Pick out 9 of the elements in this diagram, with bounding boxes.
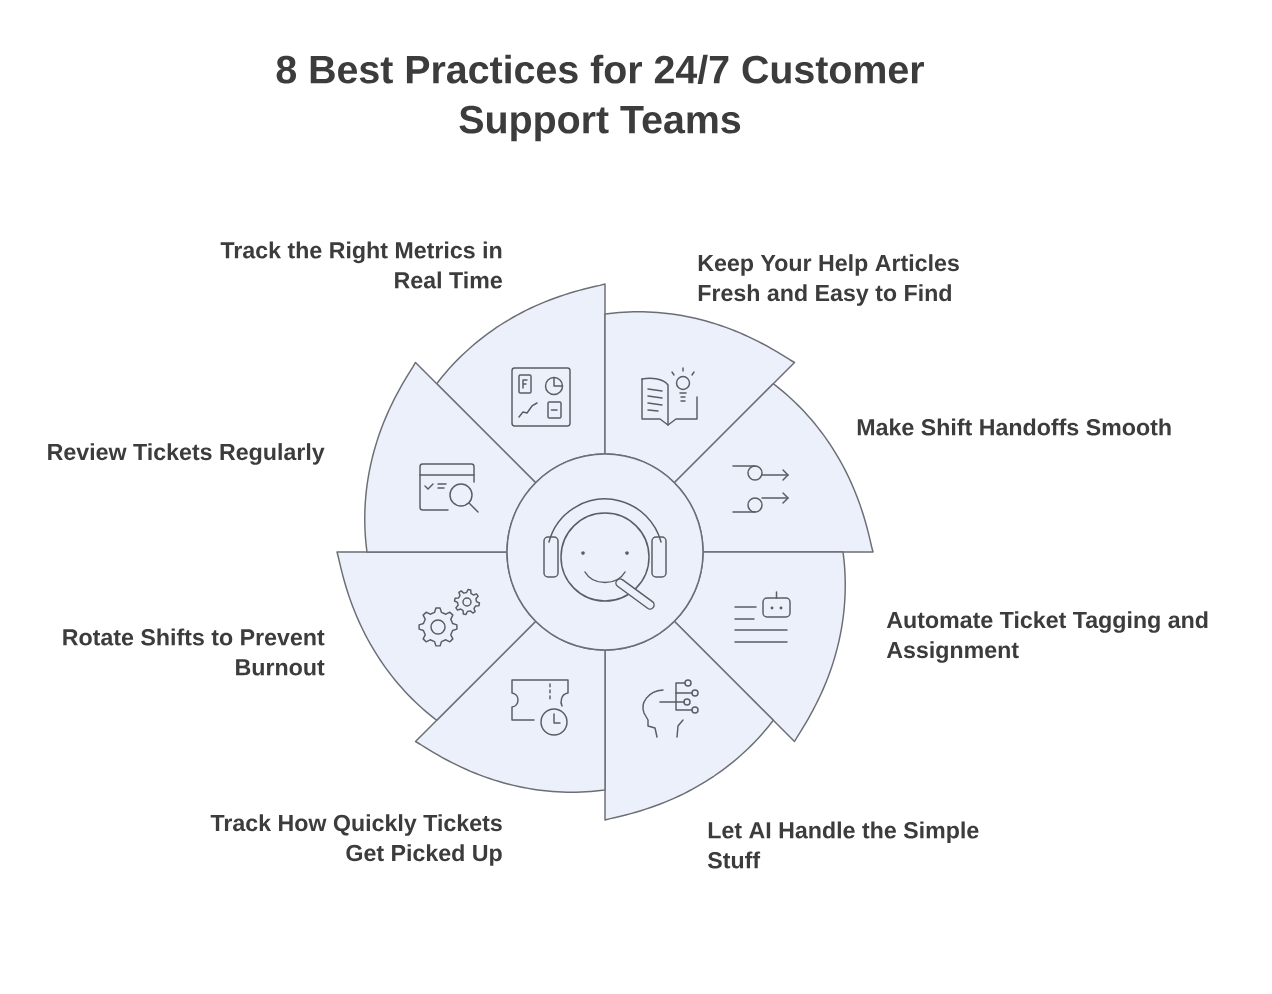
- segment-label: Track the Right Metrics in Real Time: [220, 241, 502, 289]
- segment-label: Rotate Shifts to Prevent Burnout: [63, 628, 325, 676]
- segment-label: Track How Quickly Tickets Get Picked Up: [210, 814, 502, 866]
- segment-label: Let AI Handle the Simple Stuff: [707, 821, 979, 869]
- segment-label: Automate Ticket Tagging and Assignment: [886, 611, 1208, 663]
- segment-label: Keep Your Help Articles Fresh and Easy to Find: [698, 254, 959, 306]
- segment-label: Review Tickets Regularly: [48, 443, 325, 465]
- segment-label: Make Shift Handoffs Smooth: [857, 418, 1171, 436]
- title: 8 Best Practices for 24/7 Customer Support Teams: [276, 54, 924, 142]
